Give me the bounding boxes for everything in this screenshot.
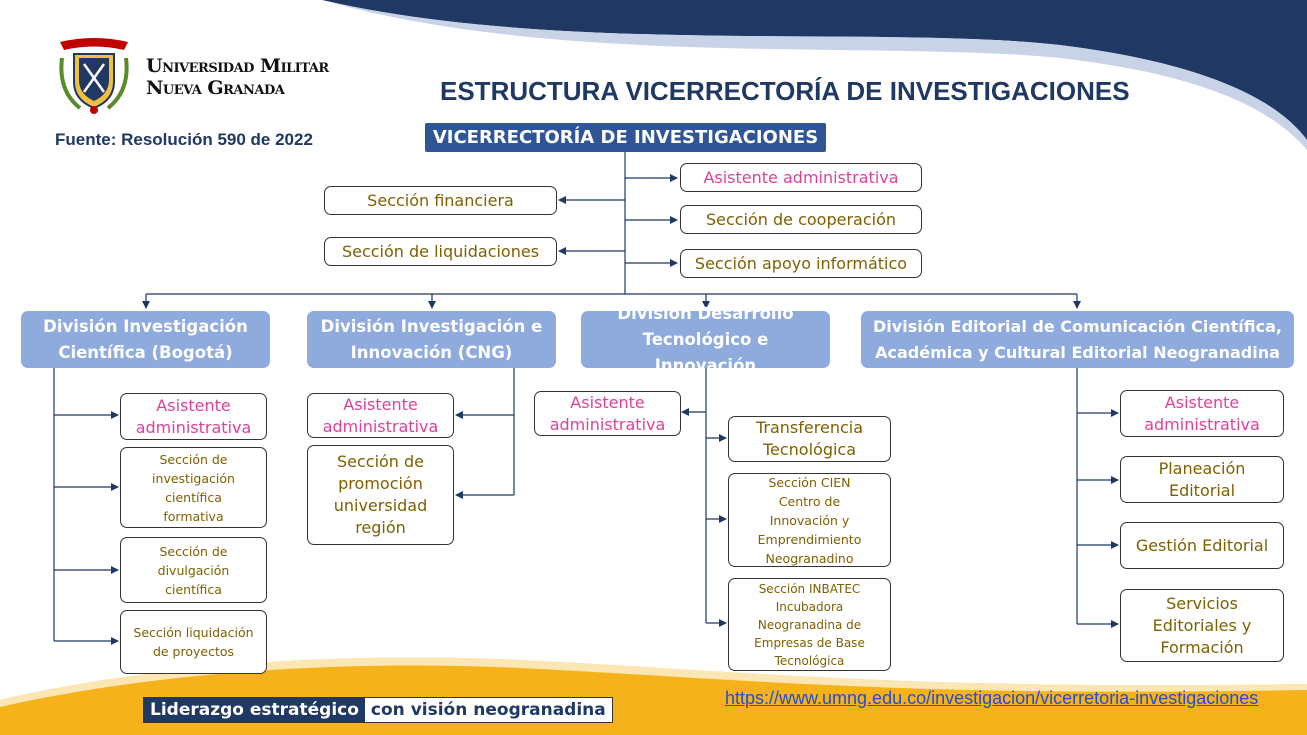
vicerrectoria-link[interactable]: https://www.umng.edu.co/investigacion/vi…: [725, 688, 1259, 708]
university-name: Universidad Militar Nueva Granada: [146, 55, 329, 99]
unit-box-d3-inbatec: Sección INBATEC Incubadora Neogranadina …: [728, 578, 891, 671]
slogan-part-1: Liderazgo estratégico: [144, 698, 365, 722]
staff-box-apoyo-informatico: Sección apoyo informático: [680, 249, 922, 278]
unit-box-d3-cien: Sección CIEN Centro de Innovación y Empr…: [728, 473, 891, 567]
unit-box-d4-planeacion: Planeación Editorial: [1120, 456, 1284, 503]
unit-box-d4-asistente: Asistente administrativa: [1120, 390, 1284, 437]
division-box-investigacion-innovacion: División Investigación e Innovación (CNG…: [307, 311, 556, 368]
division-box-editorial: División Editorial de Comunicación Cient…: [861, 311, 1294, 368]
source-note: Fuente: Resolución 590 de 2022: [55, 130, 313, 149]
staff-box-financiera: Sección financiera: [324, 186, 557, 215]
unit-box-d2-promocion: Sección de promoción universidad región: [307, 445, 454, 545]
page-title: ESTRUCTURA VICERRECTORÍA DE INVESTIGACIO…: [440, 76, 1130, 106]
unit-box-d1-liquidacion-proyectos: Sección liquidación de proyectos: [120, 610, 267, 674]
slogan-banner: Liderazgo estratégico con visión neogran…: [143, 697, 613, 723]
unit-box-d2-asistente: Asistente administrativa: [307, 393, 454, 438]
unit-box-d1-investigacion-formativa: Sección de investigación científica form…: [120, 447, 267, 528]
slogan-part-2: con visión neogranadina: [364, 698, 612, 722]
staff-box-liquidaciones: Sección de liquidaciones: [324, 237, 557, 266]
university-logo: [59, 38, 129, 114]
staff-box-asistente: Asistente administrativa: [680, 163, 922, 192]
root-node: VICERRECTORÍA DE INVESTIGACIONES: [425, 123, 826, 152]
university-name-line1: Universidad Militar: [146, 55, 329, 77]
unit-box-d1-asistente: Asistente administrativa: [120, 393, 267, 440]
staff-box-cooperacion: Sección de cooperación: [680, 205, 922, 234]
unit-box-d3-asistente: Asistente administrativa: [534, 391, 681, 436]
division-box-investigacion-cientifica: División Investigación Científica (Bogot…: [21, 311, 270, 368]
university-name-line2: Nueva Granada: [146, 77, 285, 99]
unit-box-d1-divulgacion: Sección de divulgación científica: [120, 537, 267, 603]
unit-box-d4-servicios: Servicios Editoriales y Formación: [1120, 589, 1284, 662]
unit-box-d3-transferencia: Transferencia Tecnológica: [728, 416, 891, 462]
unit-box-d4-gestion: Gestión Editorial: [1120, 522, 1284, 569]
division-box-desarrollo-tecnologico: División Desarrollo Tecnológico e Innova…: [581, 304, 830, 375]
